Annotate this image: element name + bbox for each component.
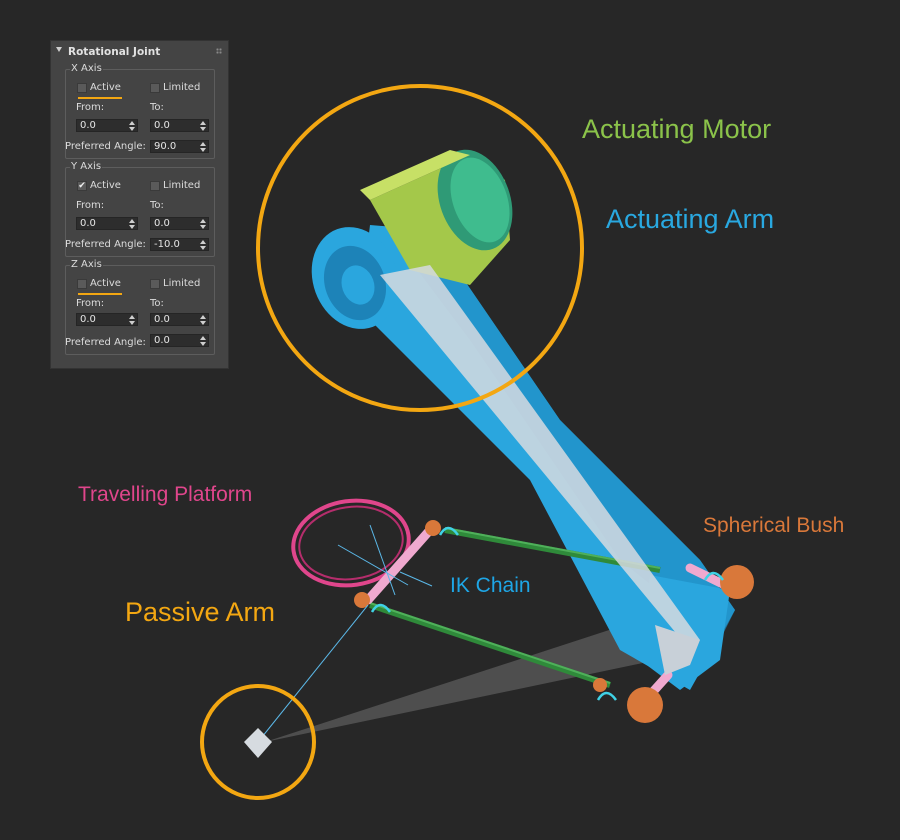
from-label: From: [76, 298, 105, 309]
grip-icon[interactable] [216, 48, 222, 54]
to-spinner[interactable]: 0.0 [150, 313, 209, 326]
preferred-angle-label: Preferred Angle: [65, 337, 146, 348]
passive-arm-highlight-circle [200, 684, 316, 800]
to-label: To: [150, 200, 164, 211]
from-label: From: [76, 200, 105, 211]
y-axis-group: Y Axis ✔ Active Limited From: To: 0.0 0.… [65, 161, 215, 257]
active-checkbox[interactable] [77, 83, 87, 93]
travelling-platform-ring-inner [298, 505, 404, 581]
to-value: 0.0 [154, 120, 170, 131]
travelling-platform-ring [291, 498, 411, 588]
ik-bone-shadow [265, 620, 705, 742]
from-spinner[interactable]: 0.0 [76, 217, 138, 230]
spinner-arrows-icon[interactable] [129, 121, 135, 131]
active-checkbox[interactable] [77, 279, 87, 289]
ik-bone [380, 265, 700, 650]
preferred-angle-label: Preferred Angle: [65, 239, 146, 250]
motor-shade [360, 150, 470, 200]
group-title: Y Axis [70, 161, 103, 172]
limited-label: Limited [163, 278, 201, 289]
active-label: Active [90, 180, 121, 191]
from-label: From: [76, 102, 105, 113]
active-underline [78, 293, 122, 295]
motor-highlight-circle [256, 84, 584, 412]
from-value: 0.0 [80, 314, 96, 325]
z-axis-group: Z Axis Active Limited From: To: 0.0 0.0 … [65, 259, 215, 355]
travelling-platform-label: Travelling Platform [78, 483, 253, 506]
rotational-joint-panel: Rotational Joint X Axis Active Limited F… [50, 40, 229, 369]
actuating-arm-label: Actuating Arm [606, 204, 775, 234]
active-underline [78, 97, 122, 99]
spherical-bush-label: Spherical Bush [703, 514, 845, 537]
preferred-angle-value: 90.0 [154, 141, 177, 152]
limited-checkbox[interactable] [150, 279, 160, 289]
x-axis-group: X Axis Active Limited From: To: 0.0 0.0 … [65, 63, 215, 159]
group-title: X Axis [70, 63, 103, 74]
actuating-motor-label: Actuating Motor [582, 114, 772, 144]
lower-rod-highlight [369, 602, 611, 684]
spherical-bush [425, 520, 441, 536]
spinner-arrows-icon[interactable] [200, 336, 206, 346]
to-spinner[interactable]: 0.0 [150, 119, 209, 132]
to-spinner[interactable]: 0.0 [150, 217, 209, 230]
spinner-arrows-icon[interactable] [200, 121, 206, 131]
active-label: Active [90, 82, 121, 93]
ik-bone-tip [655, 625, 700, 675]
ik-link-line [257, 604, 369, 743]
spinner-arrows-icon[interactable] [200, 315, 206, 325]
bush-clip [703, 571, 725, 581]
spinner-arrows-icon[interactable] [200, 219, 206, 229]
spherical-bush [354, 592, 370, 608]
platform-crosshair [369, 524, 396, 596]
limited-checkbox[interactable] [150, 181, 160, 191]
limited-label: Limited [163, 82, 201, 93]
from-spinner[interactable]: 0.0 [76, 119, 138, 132]
bush-clip [596, 691, 618, 701]
from-value: 0.0 [80, 218, 96, 229]
spinner-arrows-icon[interactable] [129, 315, 135, 325]
passive-arm-label: Passive Arm [125, 597, 276, 627]
spinner-arrows-icon[interactable] [200, 240, 206, 250]
limited-label: Limited [163, 180, 201, 191]
spherical-bush [593, 678, 607, 692]
to-label: To: [150, 298, 164, 309]
collapse-arrow-icon[interactable] [56, 47, 62, 52]
from-value: 0.0 [80, 120, 96, 131]
preferred-angle-value: 0.0 [154, 335, 170, 346]
lower-rod [369, 602, 611, 688]
panel-title: Rotational Joint [68, 46, 161, 58]
to-value: 0.0 [154, 314, 170, 325]
bush-clip [370, 603, 392, 613]
panel-header[interactable]: Rotational Joint [51, 41, 228, 63]
actuating-arm-shade [410, 230, 735, 640]
preferred-angle-spinner[interactable]: 0.0 [150, 334, 209, 347]
bush-clip [438, 526, 460, 536]
group-title: Z Axis [70, 259, 103, 270]
ik-chain-pointer [399, 571, 433, 587]
from-spinner[interactable]: 0.0 [76, 313, 138, 326]
motor-end-cap-inner [450, 157, 510, 243]
preferred-angle-spinner[interactable]: 90.0 [150, 140, 209, 153]
to-label: To: [150, 102, 164, 113]
spherical-bush [627, 687, 663, 723]
preferred-angle-spinner[interactable]: -10.0 [150, 238, 209, 251]
spinner-arrows-icon[interactable] [200, 142, 206, 152]
preferred-angle-value: -10.0 [154, 239, 180, 250]
preferred-angle-label: Preferred Angle: [65, 141, 146, 152]
arm-hub-bore [341, 265, 375, 305]
to-value: 0.0 [154, 218, 170, 229]
platform-crosshair [337, 544, 409, 586]
spherical-bush [720, 565, 754, 599]
active-label: Active [90, 278, 121, 289]
platform-link [363, 525, 435, 605]
limited-checkbox[interactable] [150, 83, 160, 93]
ik-chain-label: IK Chain [450, 574, 531, 597]
ik-end-effector [244, 728, 272, 758]
spinner-arrows-icon[interactable] [129, 219, 135, 229]
active-checkbox[interactable]: ✔ [77, 181, 87, 191]
